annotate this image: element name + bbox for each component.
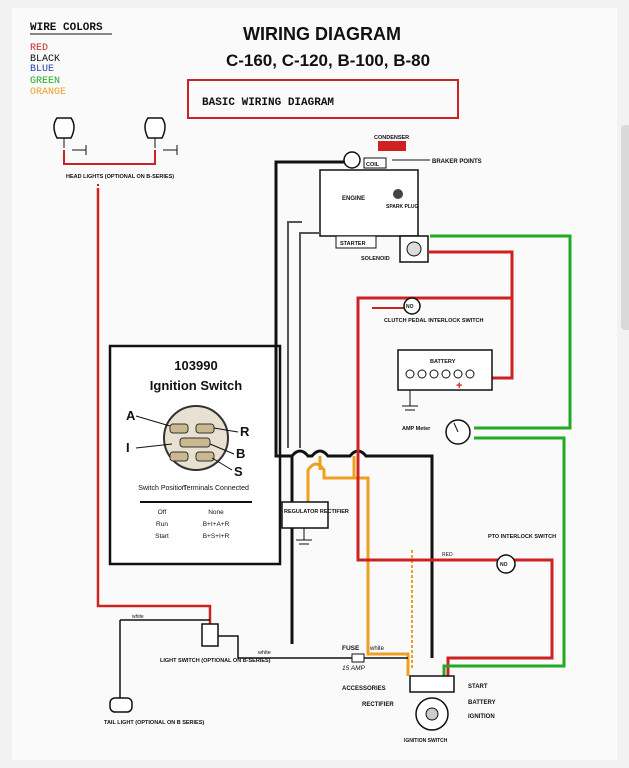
row-start-connected: B+S+I+R [203,533,230,540]
ignition-switch-unit: ACCESSORIES RECTIFIER START BATTERY IGNI… [342,675,496,744]
ignition-switch-panel: 103990 Ignition Switch A R I B S Switch … [108,344,282,566]
condenser-icon [378,141,406,151]
wire-color-legend: WIRE COLORS RED BLACK BLUE GREEN ORANGE [30,22,112,98]
solenoid-label: SOLENOID [361,256,390,262]
switch-icon [496,554,516,574]
engine-assembly: CONDENSER COIL BRAKER POINTS ENGINE SPAR… [319,135,482,263]
amp-meter: AMP Meter [402,419,471,445]
spark-plug-label: SPARK PLUG [386,204,419,210]
wiring-diagram: WIRE COLORS RED BLACK BLUE GREEN ORANGE … [30,22,572,744]
ignition-part-number: 103990 [174,358,217,373]
terminal-a: A [126,408,136,423]
row-run-position: Run [156,521,168,528]
head-lights-label: HEAD LIGHTS (OPTIONAL ON B-SERIES) [66,174,174,180]
ignition-label: IGNITION [468,714,495,720]
tail-light: TAIL LIGHT (OPTIONAL ON B SERIES) [104,697,204,726]
braker-points-label: BRAKER POINTS [432,159,482,165]
svg-text:NO: NO [406,304,414,310]
tail-light-label: TAIL LIGHT (OPTIONAL ON B SERIES) [104,720,204,726]
table-header-terminals: Terminals Connected [183,485,249,492]
battery-label: BATTERY [430,359,456,365]
start-label: START [468,684,488,690]
legend-red: RED [30,43,48,54]
bulb-icon [144,117,166,139]
pto-interlock-switch: NO PTO INTERLOCK SWITCH [488,534,556,574]
spark-plug-icon [393,189,403,199]
row-run-connected: B+I+A+R [203,521,230,528]
engine-block [319,169,419,237]
legend-green: GREEN [30,76,60,87]
legend-orange: ORANGE [30,87,66,98]
diagram-title: WIRING DIAGRAM [243,24,401,44]
subtitle-box [187,79,459,119]
starter-label: STARTER [340,241,366,247]
light-switch: white white LIGHT SWITCH (OPTIONAL ON B-… [120,614,342,664]
ignition-switch-title: Ignition Switch [150,378,242,393]
row-start-position: Start [155,533,169,540]
condenser-label: CONDENSER [374,135,409,141]
engine-label: ENGINE [342,196,365,202]
regulator-rectifier: REGULATOR RECTIFIER [281,501,349,545]
amp-meter-label: AMP Meter [402,426,431,432]
diagram-subtitle: BASIC WIRING DIAGRAM [202,97,334,109]
terminal-i: I [126,440,130,455]
legend-black: BLACK [30,54,60,65]
white-wire-label-2: white [257,650,271,656]
red-wire-label: RED [442,552,453,558]
row-off-position: Off [158,509,167,516]
terminal-s: S [234,464,243,479]
row-off-connected: None [208,509,224,516]
pto-switch-label: PTO INTERLOCK SWITCH [488,534,556,540]
diagram-sheet: WIRE COLORS RED BLACK BLUE GREEN ORANGE … [12,8,617,760]
clutch-interlock-switch: NO CLUTCH PEDAL INTERLOCK SWITCH [384,297,484,324]
coil-icon [343,151,361,169]
fuse-white-label: white [369,646,385,652]
rectifier-label: RECTIFIER [362,702,394,708]
regulator-label: REGULATOR RECTIFIER [284,509,349,515]
terminal-b: B [236,446,245,461]
battery-terminal-label: BATTERY [468,700,496,706]
legend-blue: BLUE [30,64,54,75]
head-lights: HEAD LIGHTS (OPTIONAL ON B-SERIES) [53,117,178,180]
table-header-position: Switch Position [138,485,186,492]
coil-label: COIL [366,162,380,168]
fuse-rating: 15 AMP [342,665,366,672]
switch-icon [403,297,421,315]
model-list: C-160, C-120, B-100, B-80 [226,51,430,70]
terminal-r: R [240,424,250,439]
fuse: FUSE white 15 AMP [342,645,408,672]
ignition-switch-label: IGNITION SWITCH [404,738,448,744]
light-switch-label: LIGHT SWITCH (OPTIONAL ON B-SERIES) [160,658,271,664]
scrollbar[interactable] [621,125,629,330]
tail-light-icon [109,697,133,713]
white-wire-label: white [132,614,144,620]
legend-title: WIRE COLORS [30,22,103,34]
bulb-icon [53,117,75,139]
battery: BATTERY + [397,349,493,411]
svg-text:NO: NO [500,562,508,568]
clutch-switch-label: CLUTCH PEDAL INTERLOCK SWITCH [384,318,484,324]
accessories-label: ACCESSORIES [342,686,386,692]
fuse-label: FUSE [342,645,360,652]
svg-text:+: + [456,380,462,392]
